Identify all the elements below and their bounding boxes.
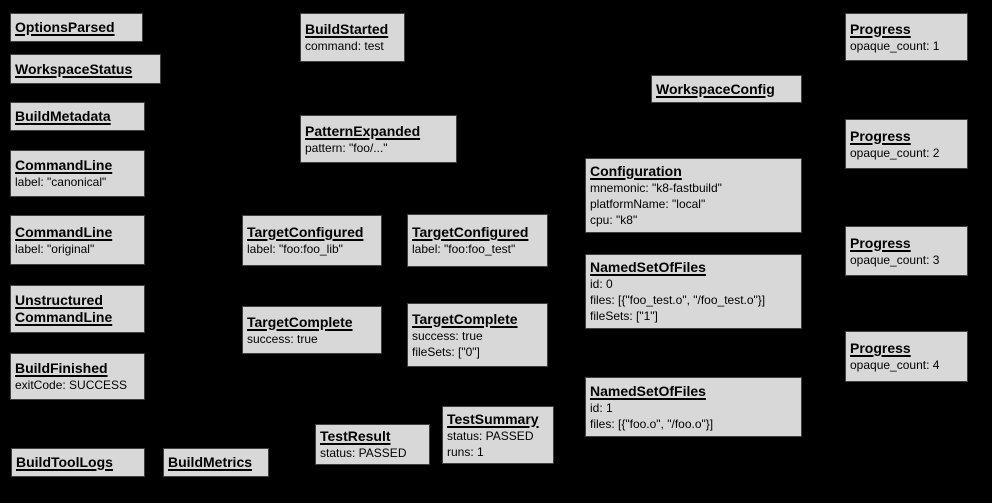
node-attribute: pattern: "foo/..." (305, 140, 388, 155)
node-attribute: label: "foo:foo_test" (412, 242, 516, 256)
node-attribute: success: true (412, 328, 483, 343)
node-title: PatternExpanded (305, 122, 421, 139)
node-title: WorkspaceStatus (15, 60, 133, 77)
node-named-set-of-files-0: NamedSetOfFiles id: 0 files: [{"foo_test.… (585, 254, 802, 329)
node-title: TestResult (320, 428, 391, 444)
node-title: Configuration (590, 163, 682, 179)
node-title: Unstructured CommandLine (15, 292, 113, 325)
node-title: Progress (850, 340, 911, 356)
node-title: BuildFinished (15, 360, 108, 376)
node-attribute: cpu: "k8" (590, 213, 638, 227)
node-title: CommandLine (15, 223, 113, 240)
node-build-metrics: BuildMetrics (163, 448, 269, 477)
node-title: TestSummary (447, 410, 539, 427)
node-attribute: opaque_count: 4 (850, 358, 940, 372)
node-title: Progress (850, 127, 911, 144)
node-title: BuildStarted (305, 21, 389, 37)
node-progress-1: Progress opaque_count: 1 (845, 13, 968, 61)
node-build-metadata: BuildMetadata (10, 102, 145, 131)
node-command-line-canonical: CommandLine label: "canonical" (10, 150, 145, 197)
node-pattern-expanded: PatternExpanded pattern: "foo/..." (300, 115, 457, 163)
node-command-line-original: CommandLine label: "original" (10, 215, 145, 265)
node-title: TargetComplete (247, 313, 353, 330)
node-build-tool-logs: BuildToolLogs (11, 448, 145, 477)
node-build-started: BuildStarted command: test (300, 13, 405, 62)
node-attribute: id: 0 (590, 277, 613, 291)
node-attribute: mnemonic: "k8-fastbuild" (590, 181, 722, 195)
node-title: TargetComplete (412, 310, 518, 327)
node-build-finished: BuildFinished exitCode: SUCCESS (10, 353, 145, 400)
node-title: BuildMetrics (168, 454, 253, 470)
node-title: TargetConfigured (247, 224, 364, 240)
node-attribute: opaque_count: 3 (850, 252, 940, 267)
node-title: TargetConfigured (412, 224, 529, 240)
node-title: CommandLine (15, 157, 113, 173)
node-target-configured-foo-test: TargetConfigured label: "foo:foo_test" (407, 214, 548, 267)
node-attribute: opaque_count: 1 (850, 38, 940, 53)
node-attribute: fileSets: ["0"] (412, 344, 480, 359)
node-title: WorkspaceConfig (656, 80, 775, 97)
node-attribute: success: true (247, 331, 318, 346)
node-target-complete-foo-lib: TargetComplete success: true (242, 306, 382, 354)
node-options-parsed: OptionsParsed (10, 13, 143, 42)
node-attribute: opaque_count: 2 (850, 145, 940, 160)
node-title: Progress (850, 20, 911, 37)
node-attribute: label: "canonical" (15, 175, 107, 189)
node-attribute: files: [{"foo_test.o", "/foo_test.o"}] (590, 293, 766, 307)
node-attribute: label: "foo:foo_lib" (247, 242, 343, 256)
node-attribute: runs: 1 (447, 444, 484, 459)
node-attribute: files: [{"foo.o", "/foo.o"}] (590, 416, 714, 431)
node-title: Progress (850, 234, 911, 251)
node-attribute: label: "original" (15, 241, 95, 256)
node-progress-2: Progress opaque_count: 2 (845, 119, 968, 169)
node-title: OptionsParsed (15, 19, 115, 35)
node-workspace-status: WorkspaceStatus (10, 54, 161, 84)
node-target-configured-foo-lib: TargetConfigured label: "foo:foo_lib" (242, 215, 382, 266)
node-attribute: status: PASSED (320, 446, 407, 460)
node-attribute: id: 1 (590, 400, 613, 415)
node-attribute: fileSets: ["1"] (590, 309, 658, 323)
node-progress-4: Progress opaque_count: 4 (845, 331, 968, 382)
node-attribute: command: test (305, 39, 384, 53)
node-attribute: status: PASSED (447, 428, 534, 443)
node-attribute: platformName: "local" (590, 197, 706, 211)
node-workspace-config: WorkspaceConfig (651, 75, 802, 103)
node-title: BuildToolLogs (16, 454, 113, 470)
node-unstructured-command-line: Unstructured CommandLine (10, 285, 145, 333)
node-title: NamedSetOfFiles (590, 259, 706, 275)
node-attribute: exitCode: SUCCESS (15, 378, 128, 392)
node-title: BuildMetadata (15, 108, 111, 124)
node-progress-3: Progress opaque_count: 3 (845, 226, 968, 276)
node-configuration: Configuration mnemonic: "k8-fastbuild" pl… (585, 158, 802, 233)
node-title: NamedSetOfFiles (590, 382, 706, 399)
node-test-result: TestResult status: PASSED (315, 424, 430, 465)
